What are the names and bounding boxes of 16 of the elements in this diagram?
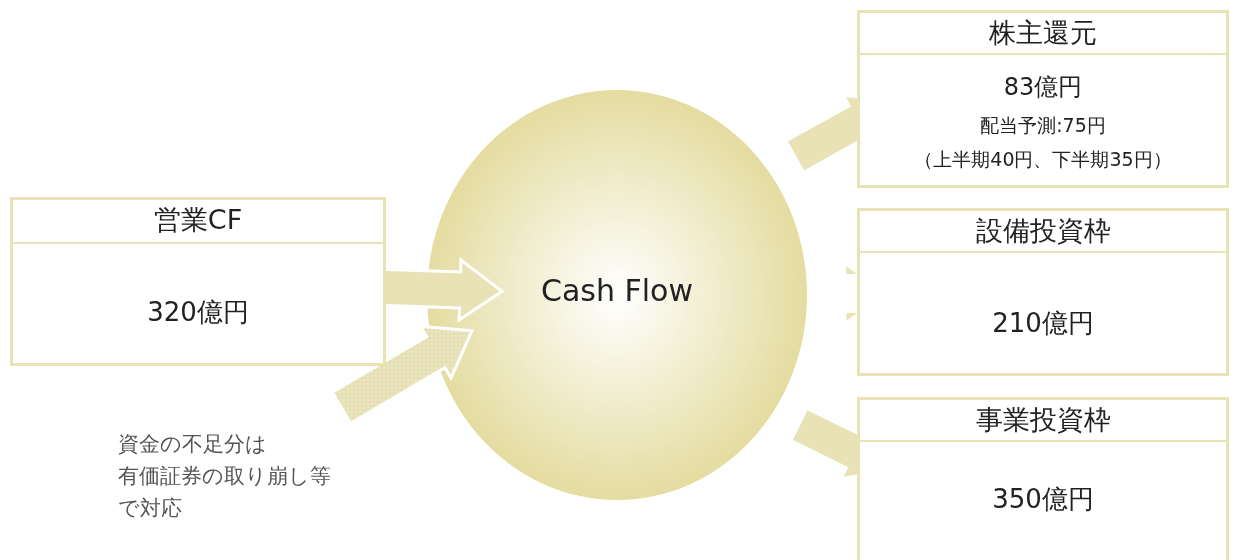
- box-heading: 設備投資枠: [860, 211, 1226, 253]
- circle-label: Cash Flow: [540, 273, 694, 308]
- box-heading: 株主還元: [860, 13, 1226, 55]
- amount-text: 配当予測:75円: [979, 113, 1107, 138]
- amount-text: 210億円: [991, 307, 1095, 340]
- amount-text: 350億円: [991, 483, 1095, 516]
- box-heading: 事業投資枠: [860, 400, 1226, 442]
- amount-text: 320億円: [146, 296, 250, 329]
- box-heading: 営業CF: [13, 200, 383, 244]
- info-box: [857, 397, 1229, 560]
- info-box: [857, 208, 1229, 376]
- info-box: [10, 197, 386, 366]
- amount-text: 83億円: [1002, 72, 1084, 103]
- amount-text: （上半期40円、下半期35円）: [913, 147, 1173, 172]
- info-box: [857, 10, 1229, 188]
- note-text: 資金の不足分は有価証券の取り崩し等で対応: [118, 428, 368, 524]
